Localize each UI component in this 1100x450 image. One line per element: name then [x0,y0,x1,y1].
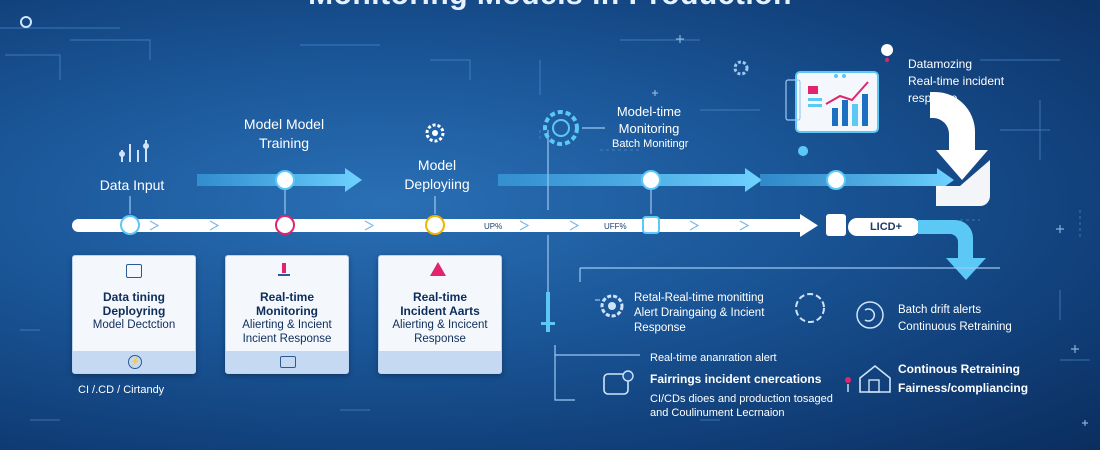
vertical-bar [541,292,555,332]
connector-lines [129,130,1000,401]
card-alert-icon [282,263,286,273]
refresh-circle-icon [856,301,884,329]
stage-model-time-monitoring: Model-time Monitoring [616,104,682,136]
continous-retraining-text: Continous Retraining Fairness/complianci… [898,362,1029,395]
data-input-icon [119,140,149,162]
location-pin-icon [798,44,894,164]
bolt-icon: ⚡ [128,355,142,369]
retal-monitoring-text: Retal-Real-time monitting Alert Draingai… [634,292,765,334]
dashboard-monitor-icon [785,71,879,133]
stage-batch-monitoring: Batch Monitingr [612,138,689,150]
pipeline-nodes [120,170,846,235]
card-footer: ⚡ [73,351,195,373]
pipeline-label-up: UP% [484,222,503,231]
left-footer-label: CI /.CD / Cirtandy [78,384,165,396]
stage-model-deploying: Model Deployiing [404,157,470,192]
retal-gear-icon [600,294,624,318]
card-text: Data tining Deployring Model Dectction [92,290,176,331]
stage-datamozing: Datamozing Real-time incident response [908,57,1005,105]
realtime-alert-text: Real-time ananration alert [650,352,777,364]
batch-drift-text: Batch drift alerts Continuous Retraining [898,304,1012,333]
deploy-gear-icon [425,123,445,143]
card-realtime-incident: Real-time Incident Aarts Alierting & Inc… [378,255,502,374]
card-text: Real-time Incident Aarts Alierting & Inc… [392,290,488,345]
small-gear-icon [20,16,749,76]
upper-flow-arrows [197,92,990,280]
stage-model-training: Model Model Training [243,116,325,151]
card-realtime-monitoring: Real-time Monitoring Alierting & Incient… [225,255,349,374]
stage-data-input: Data Input [99,177,165,193]
fairrings-text: Fairrings incident cnercations [650,372,822,386]
lower-gear-outline-icon [795,293,825,323]
page-title: Monitoring Models in Production [0,0,1100,12]
network-icon [280,356,296,368]
pipeline-label-uff: UFF% [604,222,627,231]
warning-icon [430,262,446,276]
circuit-lines [0,27,1090,421]
card-window-icon [126,264,142,278]
card-data-tining: Data tining Deployring Model Dectction ⚡ [72,255,196,374]
plus-marks [652,35,1088,426]
home-icon [845,364,891,393]
monitoring-gear-icon [543,110,605,146]
chat-bubble-icon [603,370,634,395]
pipeline-label-lcd: LICD+ [856,218,916,236]
card-footer [379,351,501,373]
card-footer [226,351,348,373]
card-text: Real-time Monitoring Alierting & Incient… [242,290,332,345]
cicd-text: CI/CDs dioes and production tosaged and … [650,393,833,419]
